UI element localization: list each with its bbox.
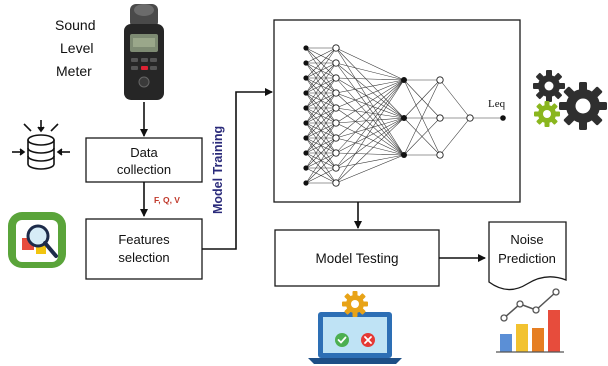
nn-edge [335,79,405,184]
model-training-label: Model Training [211,126,225,214]
nn-hidden-node [332,59,340,67]
nn-hidden-node [332,74,340,82]
nn-edge [439,117,471,156]
nn-input-node [303,75,309,81]
arrow-features-to-training [202,88,273,250]
noise-prediction-line1: Noise [510,232,543,247]
nn-edge [305,107,337,154]
nn-edge [335,79,405,124]
nn-edge [305,47,337,94]
gears-icon [533,70,607,130]
bar-chart-icon [496,288,564,353]
nn-edge [335,117,405,124]
nn-hidden-node [436,76,444,84]
noise-prediction-document [488,221,567,291]
level-label: Level [60,40,93,56]
nn-edge [335,47,405,81]
meter-label: Meter [56,63,92,79]
nn-edge [439,79,471,119]
nn-hidden-node [401,115,407,121]
data-collection-box [85,137,203,183]
neural-network-nodes [303,44,506,187]
nn-hidden-node [401,152,407,158]
nn-input-node [303,90,309,96]
nn-edge [305,77,337,124]
nn-hidden-node [332,164,340,172]
nn-edge [335,117,405,169]
nn-edge [335,92,405,119]
nn-hidden-node [436,114,444,122]
nn-edge [305,122,337,154]
data-collection-line2: collection [117,162,171,177]
nn-edge [335,77,405,81]
features-note: F, Q, V [154,195,180,205]
nn-input-node [303,135,309,141]
nn-output-node [500,115,506,121]
features-selection-line2: selection [118,250,169,265]
nn-edge [305,122,337,169]
nn-edge [305,47,337,64]
features-selection-box [85,218,203,280]
nn-edge [335,47,405,119]
nn-edge [403,79,441,156]
sound-label: Sound [55,17,95,33]
sound-level-meter-image [124,4,164,100]
nn-hidden-node [466,114,474,122]
features-selection-line1: Features [118,232,170,247]
laptop-testing-icon [308,291,402,364]
neural-network-edges [305,47,503,184]
model-testing-label: Model Testing [315,251,398,266]
nn-hidden-node [332,179,340,187]
nn-hidden-node [332,134,340,142]
nn-edge [335,154,405,184]
nn-hidden-node [332,119,340,127]
nn-edge [335,79,405,94]
nn-edge [305,92,337,139]
nn-input-node [303,105,309,111]
nn-edge [403,117,441,156]
nn-hidden-node [332,89,340,97]
nn-edge [335,79,405,109]
nn-edge [305,152,337,184]
nn-hidden-node [332,44,340,52]
nn-edge [305,62,337,109]
noise-prediction-line2: Prediction [498,251,556,266]
nn-edge [335,62,405,119]
nn-input-node [303,45,309,51]
nn-edge [305,137,337,184]
nn-edge [335,79,405,139]
nn-hidden-node [401,77,407,83]
nn-edge [305,47,337,79]
nn-input-node [303,165,309,171]
nn-hidden-node [332,149,340,157]
nn-edge [305,62,337,94]
nn-edge [305,77,337,109]
nn-hidden-node [436,151,444,159]
nn-edge [335,117,405,154]
nn-edge [305,107,337,139]
nn-edge [305,167,337,184]
nn-hidden-node [332,104,340,112]
network-output-label: Leq [488,98,506,110]
nn-edge [305,92,337,124]
nn-edge [335,62,405,81]
database-icon [12,120,70,170]
nn-edge [335,117,405,139]
nn-edge [335,79,405,154]
nn-edge [335,107,405,119]
nn-edge [403,79,441,119]
nn-input-node [303,60,309,66]
nn-edge [305,137,337,169]
nn-edge [335,77,405,119]
nn-input-node [303,120,309,126]
nn-input-node [303,180,309,186]
data-collection-line1: Data [130,145,158,160]
nn-edge [335,79,405,169]
magnifier-analysis-icon [8,212,66,268]
nn-edge [335,117,405,184]
nn-input-node [303,150,309,156]
model-testing-box [274,229,440,287]
